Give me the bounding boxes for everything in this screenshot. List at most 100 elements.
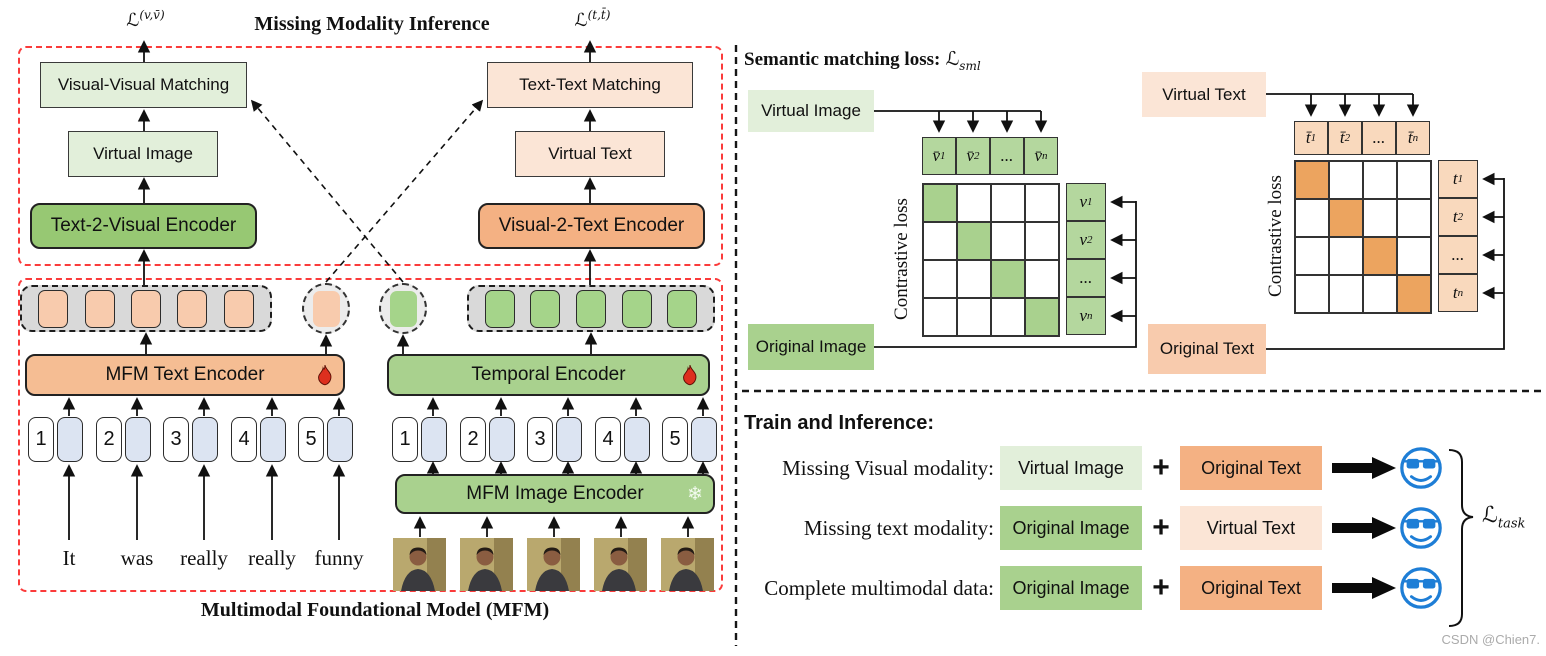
text-embedding-token xyxy=(130,289,161,328)
cls-text-token xyxy=(312,290,340,327)
text-embedding-row xyxy=(20,285,272,332)
frame-embedding-token xyxy=(489,417,515,462)
visual-embedding-token xyxy=(575,289,606,328)
train-row-box1: Virtual Image xyxy=(1000,446,1142,490)
visual-visual-matching-box: Visual-Visual Matching xyxy=(40,62,247,108)
vector-cell: t̄n xyxy=(1396,121,1430,155)
matrix-cell xyxy=(1025,184,1059,222)
matrix-cell xyxy=(1397,237,1431,275)
visual-embedding-token xyxy=(667,289,698,328)
position-token: 4 xyxy=(595,417,621,462)
input-word: funny xyxy=(314,546,364,570)
vector-cell: v̄n xyxy=(1024,137,1058,175)
matrix-cell xyxy=(1025,298,1059,336)
word-embedding-token xyxy=(192,417,218,462)
input-word: was xyxy=(120,546,154,570)
position-token: 2 xyxy=(96,417,122,462)
text-embedding-token xyxy=(177,289,208,328)
temporal-encoder-box: Temporal Encoder xyxy=(387,354,710,396)
cls-visual-token xyxy=(389,290,417,327)
matrix-cell xyxy=(957,260,991,298)
matrix-cell xyxy=(1397,161,1431,199)
position-token: 2 xyxy=(460,417,486,462)
train-row-box2: Original Text xyxy=(1180,566,1322,610)
visual-2-text-encoder-box: Visual-2-Text Encoder xyxy=(478,203,705,249)
cls-visual-token-ellipse xyxy=(379,283,427,334)
video-frame-thumbnail xyxy=(393,538,446,591)
matrix-cell xyxy=(1397,199,1431,237)
token-pair: 1 xyxy=(392,417,447,462)
cool-face-icon xyxy=(1400,447,1442,489)
matrix-cell xyxy=(1363,199,1397,237)
matrix-cell xyxy=(923,260,957,298)
matrix-cell xyxy=(1363,275,1397,313)
matrix-cell xyxy=(1329,237,1363,275)
text-embedding-token xyxy=(84,289,115,328)
train-row-box2: Virtual Text xyxy=(1180,506,1322,550)
text-embedding-token xyxy=(38,289,69,328)
left-panel-title: Missing Modality Inference xyxy=(254,13,490,35)
vector-cell: ... xyxy=(1438,236,1478,274)
plus-sign: + xyxy=(1152,511,1170,544)
matrix-cell xyxy=(1295,199,1329,237)
input-word: really xyxy=(248,546,296,570)
matrix-cell xyxy=(1295,275,1329,313)
original-text-label-box: Original Text xyxy=(1148,324,1266,374)
mfm-text-encoder-box: MFM Text Encoder xyxy=(25,354,345,396)
train-row-box1: Original Image xyxy=(1000,566,1142,610)
matrix-cell xyxy=(923,184,957,222)
frame-embedding-token xyxy=(691,417,717,462)
matrix-cell xyxy=(1025,222,1059,260)
train-row-label: Missing text modality: xyxy=(803,515,994,540)
token-pair: 5 xyxy=(662,417,717,462)
plus-sign: + xyxy=(1152,451,1170,484)
vector-cell: ... xyxy=(1362,121,1396,155)
thick-arrow xyxy=(1332,457,1396,599)
token-pair: 4 xyxy=(231,417,286,462)
matrix-cell xyxy=(1295,161,1329,199)
matrix-cell xyxy=(991,260,1025,298)
position-token: 4 xyxy=(231,417,257,462)
vector-cell: t̄2 xyxy=(1328,121,1362,155)
matrix-cell xyxy=(923,222,957,260)
input-word: It xyxy=(62,546,76,570)
text-text-matching-box: Text-Text Matching xyxy=(487,62,693,108)
video-frame-thumbnail xyxy=(527,538,580,591)
matrix-cell xyxy=(923,298,957,336)
word-embedding-token xyxy=(260,417,286,462)
position-token: 1 xyxy=(28,417,54,462)
loss-tt-label: ℒ(t,t̄) xyxy=(574,8,611,31)
loss-task-label: ℒtask xyxy=(1482,503,1526,532)
vector-cell: ... xyxy=(990,137,1024,175)
position-token: 1 xyxy=(392,417,418,462)
position-token: 5 xyxy=(662,417,688,462)
token-pair: 2 xyxy=(460,417,515,462)
visual-embedding-token xyxy=(621,289,652,328)
flame-icon xyxy=(683,364,697,385)
curly-brace xyxy=(1448,449,1474,627)
original-image-label-box: Original Image xyxy=(748,324,874,370)
token-pair: 3 xyxy=(527,417,582,462)
frame-embedding-token xyxy=(421,417,447,462)
matrix-cell xyxy=(1025,260,1059,298)
visual-embedding-token xyxy=(530,289,561,328)
position-token: 3 xyxy=(163,417,189,462)
vector-cell: v̄2 xyxy=(956,137,990,175)
frame-embedding-token xyxy=(624,417,650,462)
train-inference-title: Train and Inference: xyxy=(744,412,935,434)
virtual-image-label-box: Virtual Image xyxy=(748,90,874,132)
matrix-cell xyxy=(1329,161,1363,199)
token-pair: 2 xyxy=(96,417,151,462)
matrix-cell xyxy=(957,222,991,260)
contrastive-matrix-text xyxy=(1294,160,1432,314)
cool-face-icon xyxy=(1400,567,1442,609)
watermark: CSDN @Chien7. xyxy=(1441,632,1540,647)
train-row-label: Complete multimodal data: xyxy=(764,575,994,600)
frame-embedding-token xyxy=(556,417,582,462)
